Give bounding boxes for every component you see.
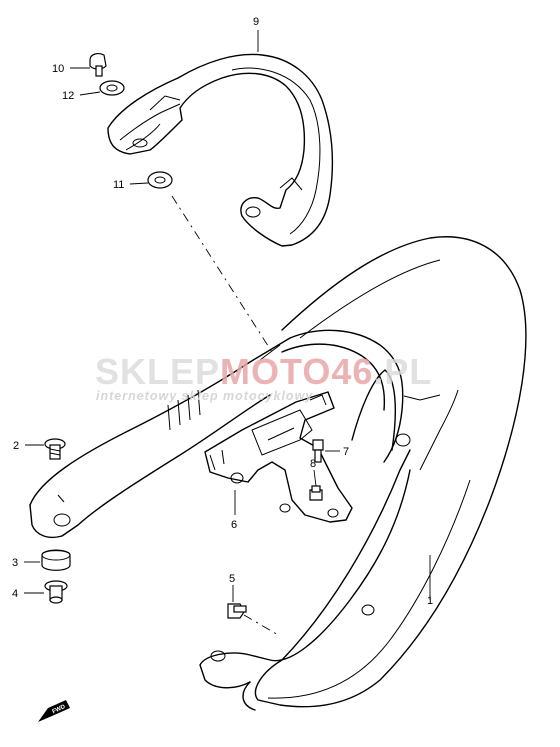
callout-labels: 9 10 12 11 2 7 8 6 3 4 5 1 [12, 16, 433, 607]
fwd-label: FWD [52, 704, 68, 715]
part-1-tail-cover [254, 236, 527, 708]
callout-12: 12 [62, 90, 74, 102]
part-1-lower-mount [199, 469, 411, 711]
part-5-bolt [227, 603, 247, 619]
alignment-line-5 [243, 614, 281, 637]
part-1-rail-frame [29, 329, 404, 539]
part-6-bracket [204, 391, 353, 523]
leader-lines [24, 30, 431, 602]
part-2-screw [44, 438, 66, 460]
fwd-arrow-icon: FWD [38, 700, 70, 722]
watermark-brand: SKLEPMOTO46.PL [95, 351, 432, 392]
callout-3: 3 [12, 557, 18, 569]
part-11-washer [147, 171, 173, 189]
callout-9: 9 [253, 16, 259, 28]
callout-11: 11 [113, 179, 124, 191]
callout-5: 5 [229, 573, 235, 585]
part-10-bolt [89, 53, 107, 77]
callout-4: 4 [12, 588, 18, 600]
callout-1: 1 [427, 595, 433, 607]
part-12-washer [99, 80, 125, 96]
alignment-line-11 [171, 195, 273, 353]
part-4-collar [44, 580, 68, 604]
callout-10: 10 [52, 63, 64, 75]
watermark: SKLEPMOTO46.PL internetowy sklep motocyk… [95, 351, 432, 403]
callout-6: 6 [231, 519, 237, 531]
callout-2: 2 [13, 440, 19, 452]
part-3-grommet [41, 549, 71, 571]
part-9-grab-handle [107, 53, 334, 247]
part-7-bolt [312, 439, 324, 463]
callout-7: 7 [343, 446, 349, 458]
callout-8: 8 [310, 458, 316, 470]
part-8-bolt [309, 485, 323, 501]
watermark-tagline: internetowy sklep motocyklowy [96, 389, 313, 403]
